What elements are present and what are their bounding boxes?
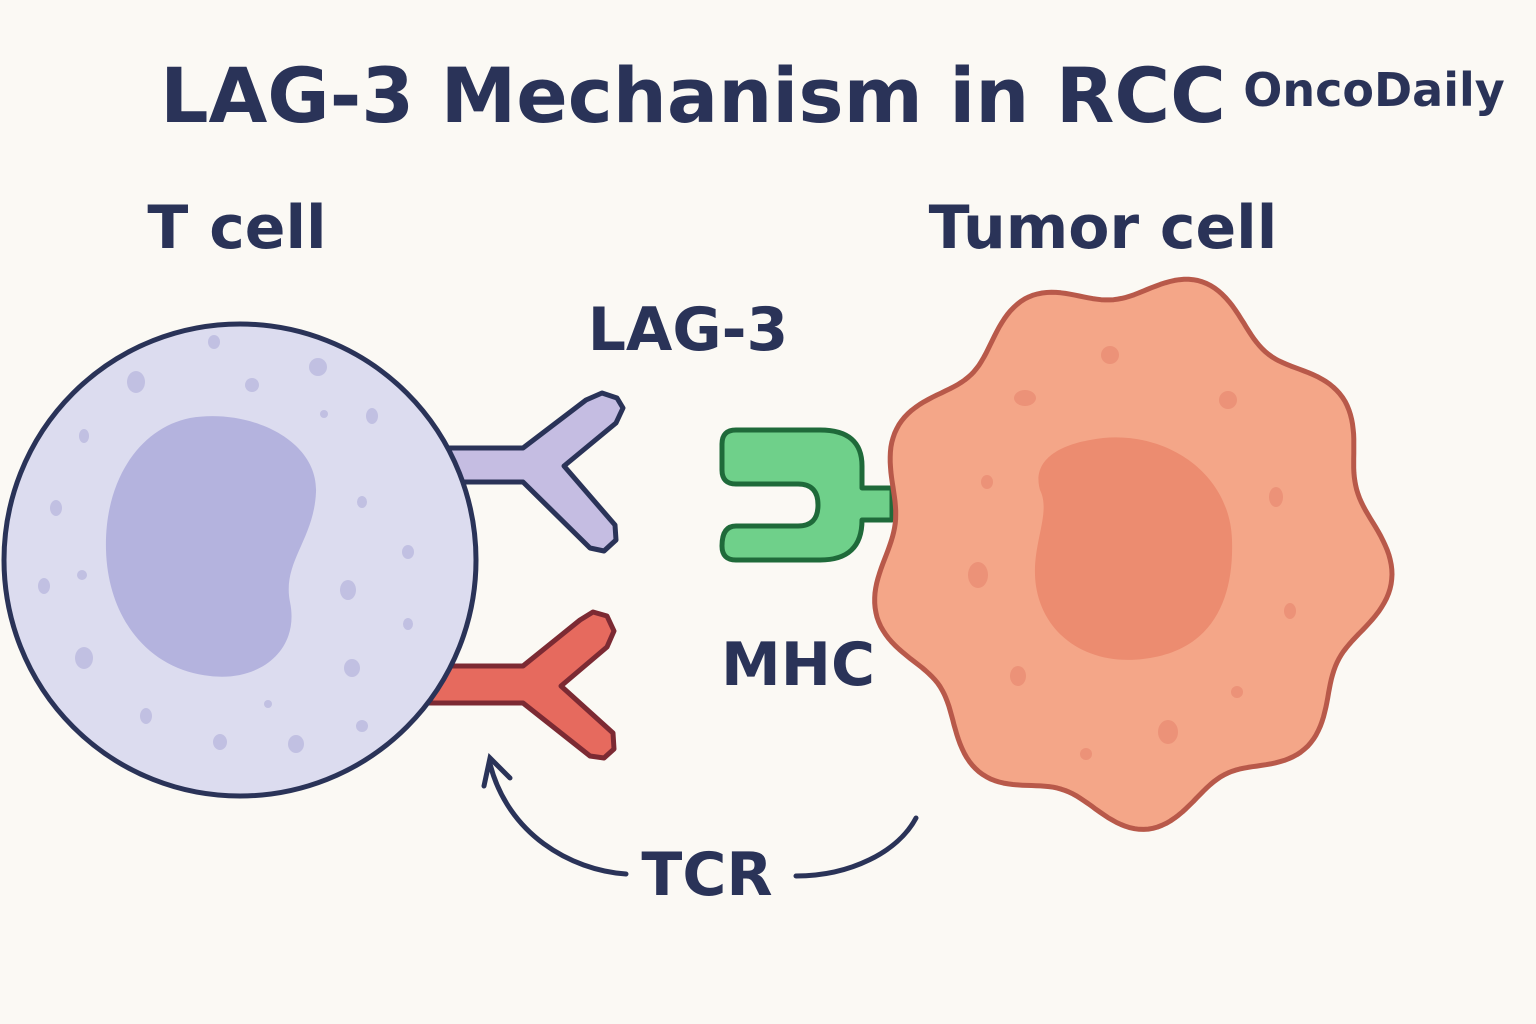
t-cell-granules bbox=[38, 335, 414, 753]
lag3-receptor-icon bbox=[397, 390, 626, 554]
tcr-label: TCR bbox=[641, 840, 772, 910]
mhc-molecule-icon bbox=[719, 427, 895, 563]
tcr-receptor-icon bbox=[397, 609, 617, 761]
diagram-title: LAG-3 Mechanism in RCC bbox=[160, 51, 1226, 140]
t-cell-icon bbox=[1, 321, 479, 799]
tumor-cell-icon bbox=[872, 276, 1395, 832]
t-cell-label: T cell bbox=[147, 193, 326, 263]
brand-logo: OncoDaily bbox=[1243, 63, 1504, 117]
mhc-label: MHC bbox=[721, 630, 875, 700]
lag3-label: LAG-3 bbox=[588, 295, 789, 365]
tumor-cell-label: Tumor cell bbox=[929, 193, 1278, 263]
curved-arrow-icon bbox=[481, 752, 919, 879]
tumor-cell-granules bbox=[968, 346, 1296, 760]
